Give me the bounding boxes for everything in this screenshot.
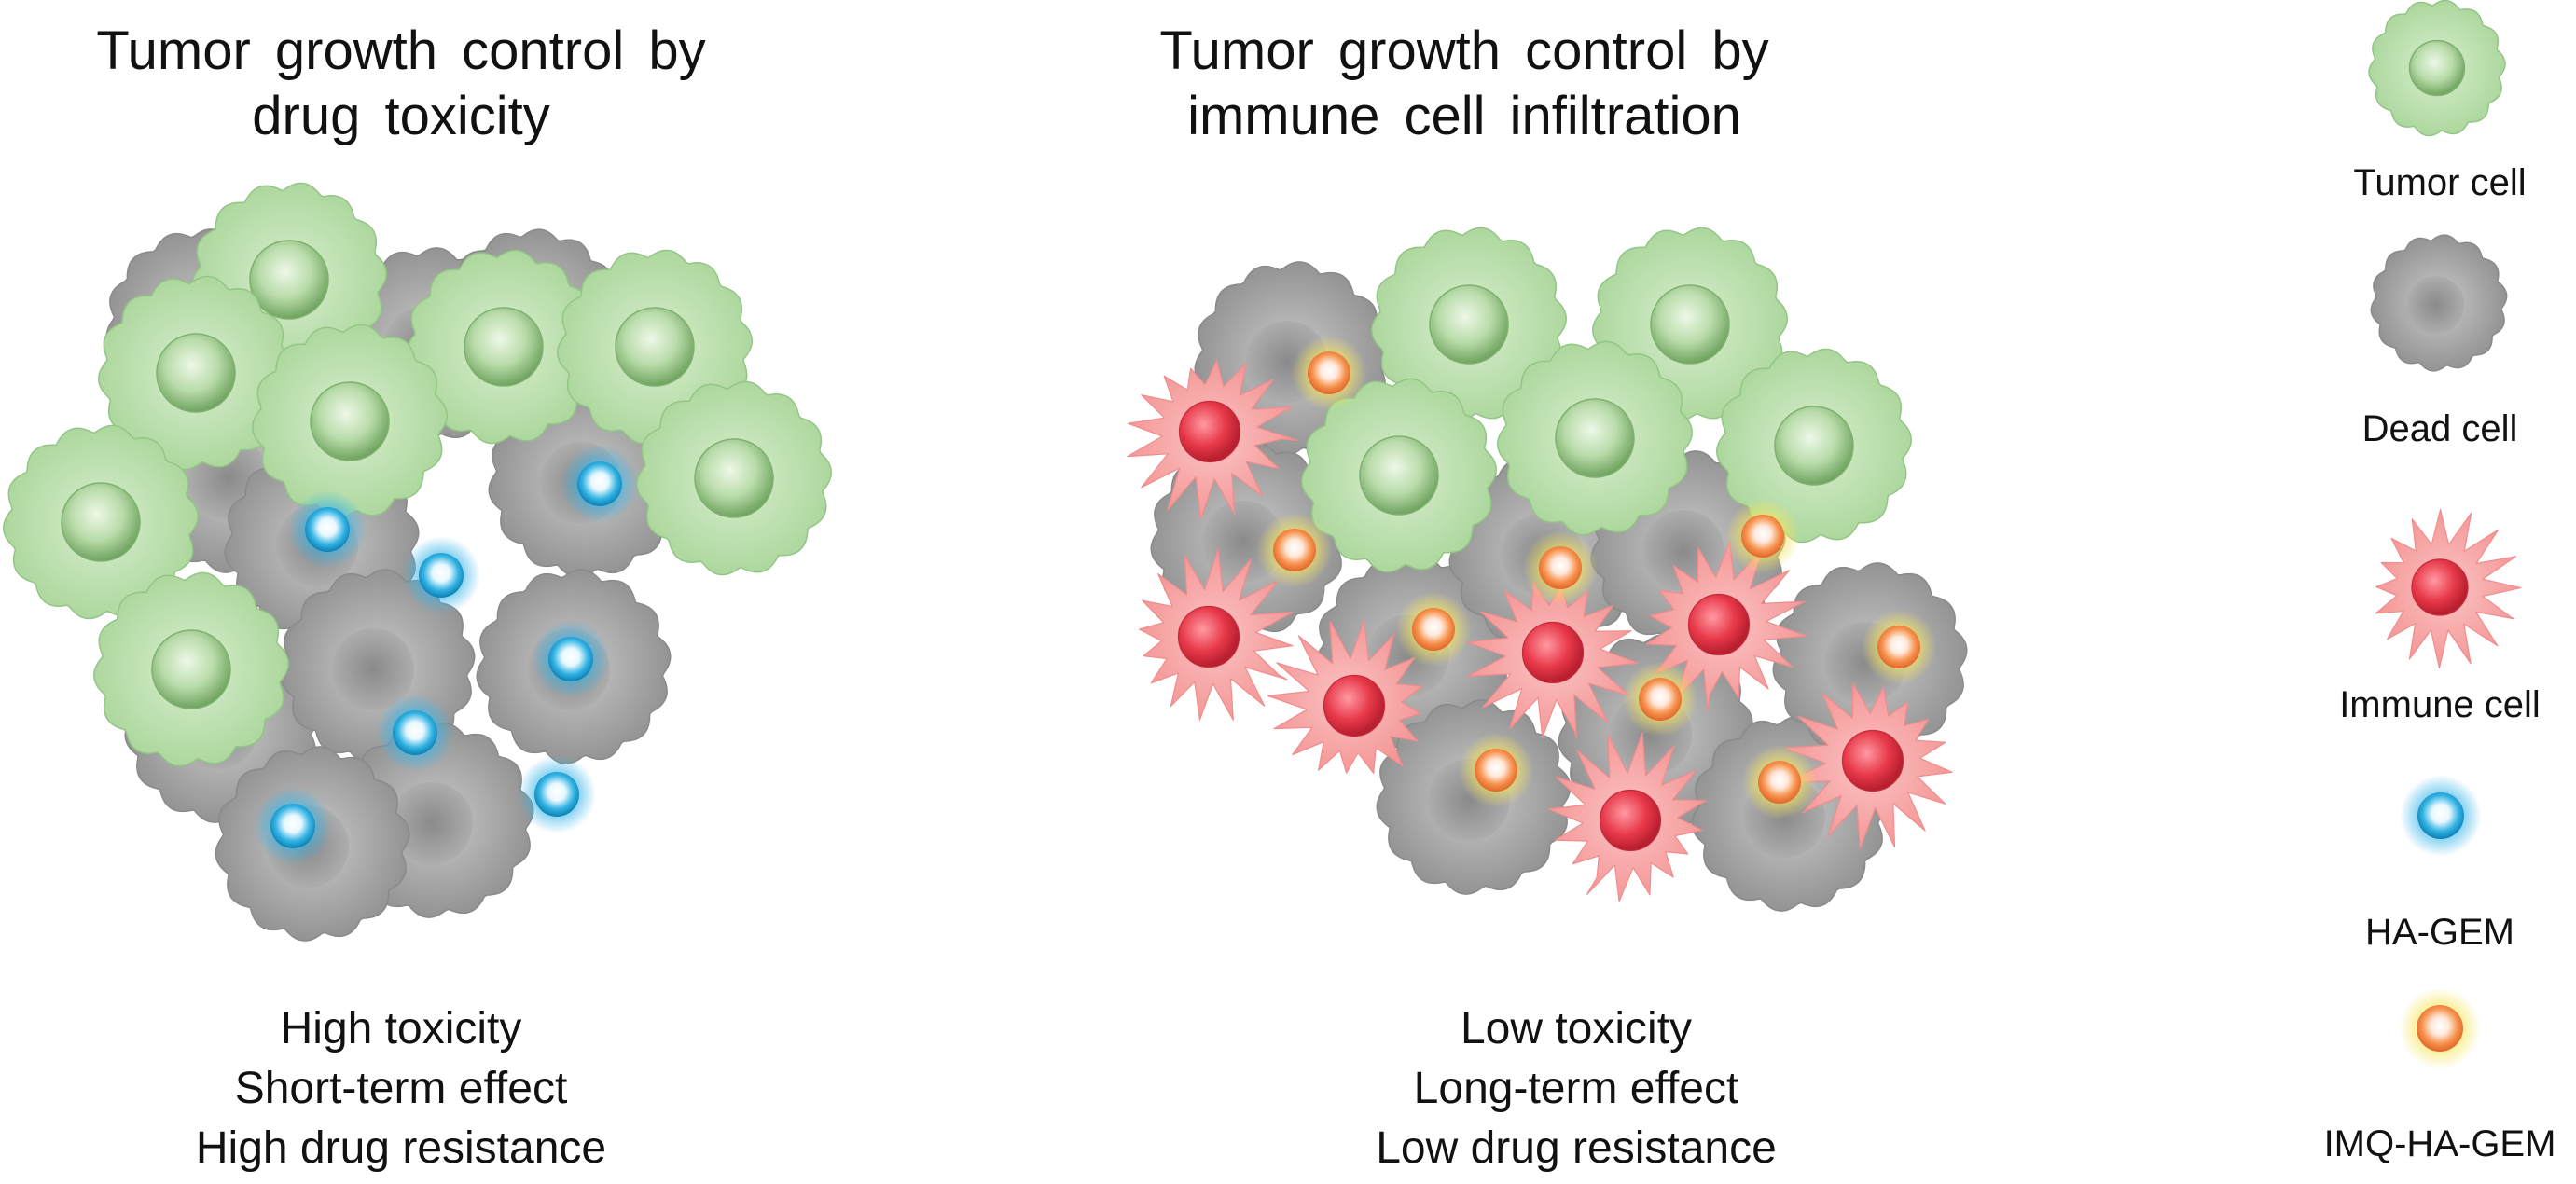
legend-label-imq-ha-gem: IMQ-HA-GEM <box>2323 1123 2556 1164</box>
immune-cell <box>1139 548 1294 722</box>
right-title-line-1: Tumor growth control by <box>1159 21 1769 81</box>
legend-label-immune-cell: Immune cell <box>2339 684 2541 725</box>
ha-gem-particle <box>532 620 610 698</box>
legend-label-ha-gem: HA-GEM <box>2365 912 2514 953</box>
legend-label-tumor-cell: Tumor cell <box>2353 162 2527 203</box>
tumor-cell <box>1716 348 1912 544</box>
imq-ha-gem-particle <box>1622 661 1698 737</box>
ha-gem-particle-icon <box>2400 775 2482 857</box>
immune-cell <box>1267 620 1423 774</box>
imq-ha-gem-particle <box>1861 609 1937 685</box>
left-caption-line-3: High drug resistance <box>195 1123 607 1173</box>
imq-ha-gem-particle <box>1256 512 1333 588</box>
dead-cell-icon <box>2370 234 2508 372</box>
imq-ha-gem-particle <box>1458 732 1534 808</box>
imq-ha-gem-particle-icon <box>2399 987 2481 1069</box>
left-title-line-1: Tumor growth control by <box>96 21 706 81</box>
ha-gem-particle <box>518 755 596 833</box>
tumor-cell <box>3 424 199 620</box>
imq-ha-gem-particle <box>1724 498 1801 574</box>
ha-gem-particle <box>376 694 454 772</box>
tumor-cell <box>93 571 289 767</box>
left-caption-line-1: High toxicity <box>280 1004 522 1053</box>
legend-label-dead-cell: Dead cell <box>2361 408 2518 449</box>
immune-cell <box>1547 732 1707 902</box>
right-caption-line-3: Low drug resistance <box>1376 1123 1777 1173</box>
immune-cell <box>1127 359 1298 521</box>
imq-ha-gem-particle <box>1291 335 1367 411</box>
right-panel-caption: Low toxicity Long-term effect Low drug r… <box>1296 999 1856 1178</box>
left-title-line-2: drug toxicity <box>252 86 550 146</box>
right-caption-line-2: Long-term effect <box>1413 1064 1739 1113</box>
ha-gem-particle <box>561 445 639 523</box>
ha-gem-particle <box>254 787 332 865</box>
legend-icons <box>2368 0 2522 1069</box>
left-panel-title: Tumor growth control by drug toxicity <box>37 19 765 149</box>
ha-gem-particle <box>402 536 480 614</box>
right-panel-title: Tumor growth control by immune cell infi… <box>1101 19 1828 149</box>
immune-cell-icon <box>2375 509 2522 669</box>
right-title-line-2: immune cell infiltration <box>1187 86 1741 146</box>
immune-cell <box>1645 541 1807 712</box>
left-panel-caption: High toxicity Short-term effect High dru… <box>121 999 681 1178</box>
tumor-cell <box>1371 227 1567 422</box>
tumor-cell <box>1497 340 1693 536</box>
right-caption-line-1: Low toxicity <box>1460 1004 1693 1053</box>
ha-gem-particle <box>288 490 367 569</box>
tumor-cell <box>636 380 832 576</box>
immune-cell <box>1466 581 1639 739</box>
immune-cell <box>1784 682 1953 850</box>
left-caption-line-2: Short-term effect <box>234 1064 568 1113</box>
tumor-cell <box>98 275 294 471</box>
imq-ha-gem-particle <box>1395 591 1472 668</box>
right-cell-cluster <box>1127 227 1968 912</box>
left-cell-cluster <box>3 182 832 942</box>
imq-ha-gem-particle <box>1741 744 1818 820</box>
imq-ha-gem-particle <box>1522 530 1599 606</box>
tumor-cell <box>252 324 448 519</box>
tumor-cell-icon <box>2368 0 2506 137</box>
tumor-cell <box>1301 378 1497 573</box>
